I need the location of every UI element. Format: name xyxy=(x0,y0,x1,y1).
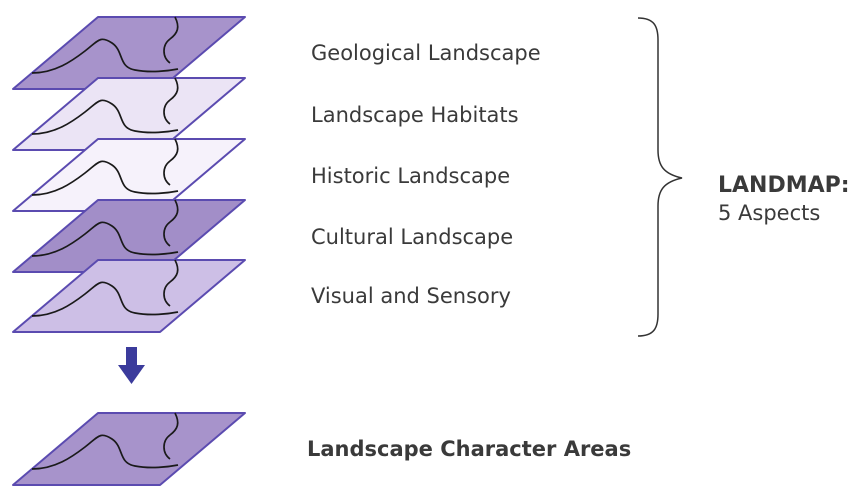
layer-label-habitats: Landscape Habitats xyxy=(311,103,519,127)
layer-label-cultural: Cultural Landscape xyxy=(311,225,514,249)
layer-visual xyxy=(12,259,246,333)
layer-visual-plate xyxy=(12,259,246,333)
result-label: Landscape Character Areas xyxy=(307,437,632,461)
group-title: LANDMAP: xyxy=(718,173,850,198)
layer-historic-boundary-line-2 xyxy=(163,138,179,186)
layer-visual-boundary-line-2 xyxy=(163,259,179,307)
layer-result-plate xyxy=(12,412,246,486)
down-arrow-shaft xyxy=(126,347,137,367)
layer-label-historic: Historic Landscape xyxy=(311,164,511,188)
down-arrow-head xyxy=(118,365,145,384)
layer-geological-boundary-line xyxy=(31,38,179,74)
layer-cultural-boundary-line xyxy=(31,221,179,257)
group-subtitle: 5 Aspects xyxy=(718,201,821,225)
layer-label-visual: Visual and Sensory xyxy=(311,284,511,308)
layer-visual-boundary-line xyxy=(31,281,179,317)
layer-result xyxy=(12,412,246,486)
layer-label-geological: Geological Landscape xyxy=(311,41,541,65)
down-arrow-icon xyxy=(118,347,145,384)
layer-habitats-boundary-line xyxy=(31,99,179,135)
right-brace xyxy=(637,17,683,337)
layer-historic-boundary-line xyxy=(31,160,179,196)
layer-cultural-boundary-line-2 xyxy=(163,199,179,247)
layer-habitats-boundary-line-2 xyxy=(163,77,179,125)
layer-result-boundary-line-2 xyxy=(163,412,179,460)
layer-geological-boundary-line-2 xyxy=(163,16,179,64)
layer-result-boundary-line xyxy=(31,434,179,470)
